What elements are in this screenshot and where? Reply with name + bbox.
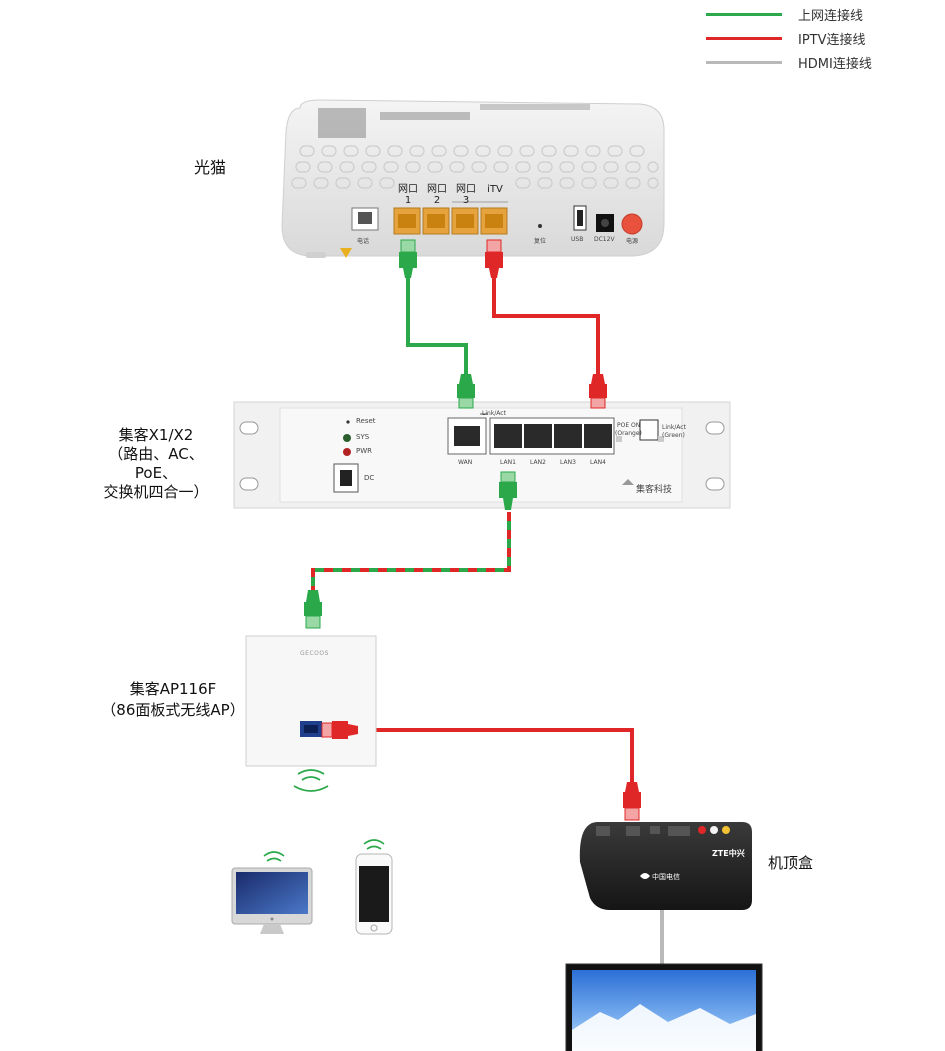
- tv-device: [565, 963, 763, 1051]
- router-brand-label: 集客科技: [636, 485, 673, 495]
- ap-label: 集客AP116F （86面板式无线AP）: [88, 679, 258, 721]
- modem-power-button: [621, 213, 643, 235]
- modem-reset-label: 复位: [534, 238, 547, 245]
- legend-iptv-label: IPTV连接线: [798, 33, 866, 48]
- router-poe-on-label: POE ON: [617, 422, 641, 429]
- legend-iptv-swatch: [706, 37, 782, 40]
- ap-plug-green: [304, 590, 322, 629]
- modem-dc-label: DC12V: [594, 236, 615, 243]
- combined-cable-router-to-ap: [311, 512, 511, 596]
- ap-device: [245, 590, 377, 792]
- router-plug-lan1: [499, 471, 517, 510]
- stb-plug-red: [623, 782, 641, 821]
- router-sys-led: [343, 434, 351, 442]
- router-device: [233, 401, 731, 509]
- imac-icon: [231, 851, 313, 934]
- modem-device: [281, 99, 665, 258]
- ap-label-line2: （86面板式无线AP）: [101, 701, 245, 719]
- modem-port-1-line2: 1: [404, 195, 412, 206]
- router-label-line1: 集客X1/X2: [118, 426, 194, 444]
- ap-plug-red: [321, 721, 358, 739]
- modem-label: 光猫: [194, 158, 227, 177]
- stb-label: 机顶盒: [768, 854, 814, 872]
- modem-usb-label: USB: [571, 236, 584, 243]
- router-dc-label: DC: [364, 474, 375, 482]
- modem-port-1-line1: 网口: [398, 184, 418, 195]
- iptv-cable-ap-to-stb: [352, 728, 634, 790]
- router-reset-label: Reset: [356, 417, 376, 425]
- modem-port-2-line1: 网口: [427, 184, 447, 195]
- modem-plug-green: [399, 239, 417, 278]
- router-lan4-label: LAN4: [590, 459, 606, 466]
- modem-port-itv-line1: iTV: [487, 184, 503, 195]
- modem-port-3-line2: 3: [462, 195, 470, 206]
- legend-internet-label: 上网连接线: [798, 9, 864, 24]
- modem-port-itv-label: iTV: [483, 184, 507, 195]
- router-lan1-label: LAN1: [500, 459, 516, 466]
- router-green-label: (Green): [662, 432, 685, 439]
- router-label-line2: （路由、AC、PoE、: [108, 445, 204, 482]
- router-lan2-label: LAN2: [530, 459, 546, 466]
- router-label-line3: 交换机四合一）: [103, 483, 209, 501]
- modem-plug-red: [485, 239, 503, 278]
- modem-power-label: 电源: [626, 238, 639, 245]
- iptv-cable-modem-to-router: [492, 272, 600, 382]
- modem-port-1-label: 网口 1: [396, 184, 420, 206]
- ap-wifi-icon: [293, 769, 329, 792]
- router-pwr-led: [343, 448, 351, 456]
- modem-port-2-label: 网口 2: [425, 184, 449, 206]
- router-lan2-port: [524, 424, 552, 448]
- router-plug-wan-green: [457, 374, 475, 409]
- router-label: 集客X1/X2 （路由、AC、PoE、 交换机四合一）: [90, 426, 222, 502]
- internet-cable-modem-to-router: [406, 272, 468, 382]
- router-plug-lan4-red: [589, 374, 607, 409]
- phone-icon: [355, 839, 393, 935]
- router-lan3-port: [554, 424, 582, 448]
- router-lan3-label: LAN3: [560, 459, 576, 466]
- router-sys-label: SYS: [356, 433, 370, 441]
- ap-brand-label: GECOOS: [300, 650, 329, 657]
- router-wan-label: WAN: [458, 459, 473, 466]
- modem-lan-ports: [393, 207, 508, 235]
- modem-port-3-line1: 网口: [456, 184, 476, 195]
- stb-brand-label: ZTE中兴: [712, 849, 745, 858]
- stb-device: [579, 782, 752, 910]
- stb-logo-text: 中国电信: [652, 873, 680, 881]
- router-linkact-top-label: Link/Act: [482, 410, 506, 417]
- legend-hdmi-swatch: [706, 61, 782, 64]
- router-pwr-label: PWR: [356, 447, 373, 455]
- modem-port-3-label: 网口 3: [454, 184, 478, 206]
- router-linkact-label: Link/Act: [662, 424, 686, 431]
- router-lan1-port: [494, 424, 522, 448]
- router-orange-label: (Orange): [615, 430, 642, 437]
- legend-hdmi-label: HDMI连接线: [798, 57, 872, 72]
- router-lan4-port: [584, 424, 612, 448]
- modem-port-2-line2: 2: [433, 195, 441, 206]
- legend-internet-swatch: [706, 13, 782, 16]
- ap-label-line1: 集客AP116F: [129, 680, 217, 698]
- modem-phone-label: 电话: [357, 238, 370, 245]
